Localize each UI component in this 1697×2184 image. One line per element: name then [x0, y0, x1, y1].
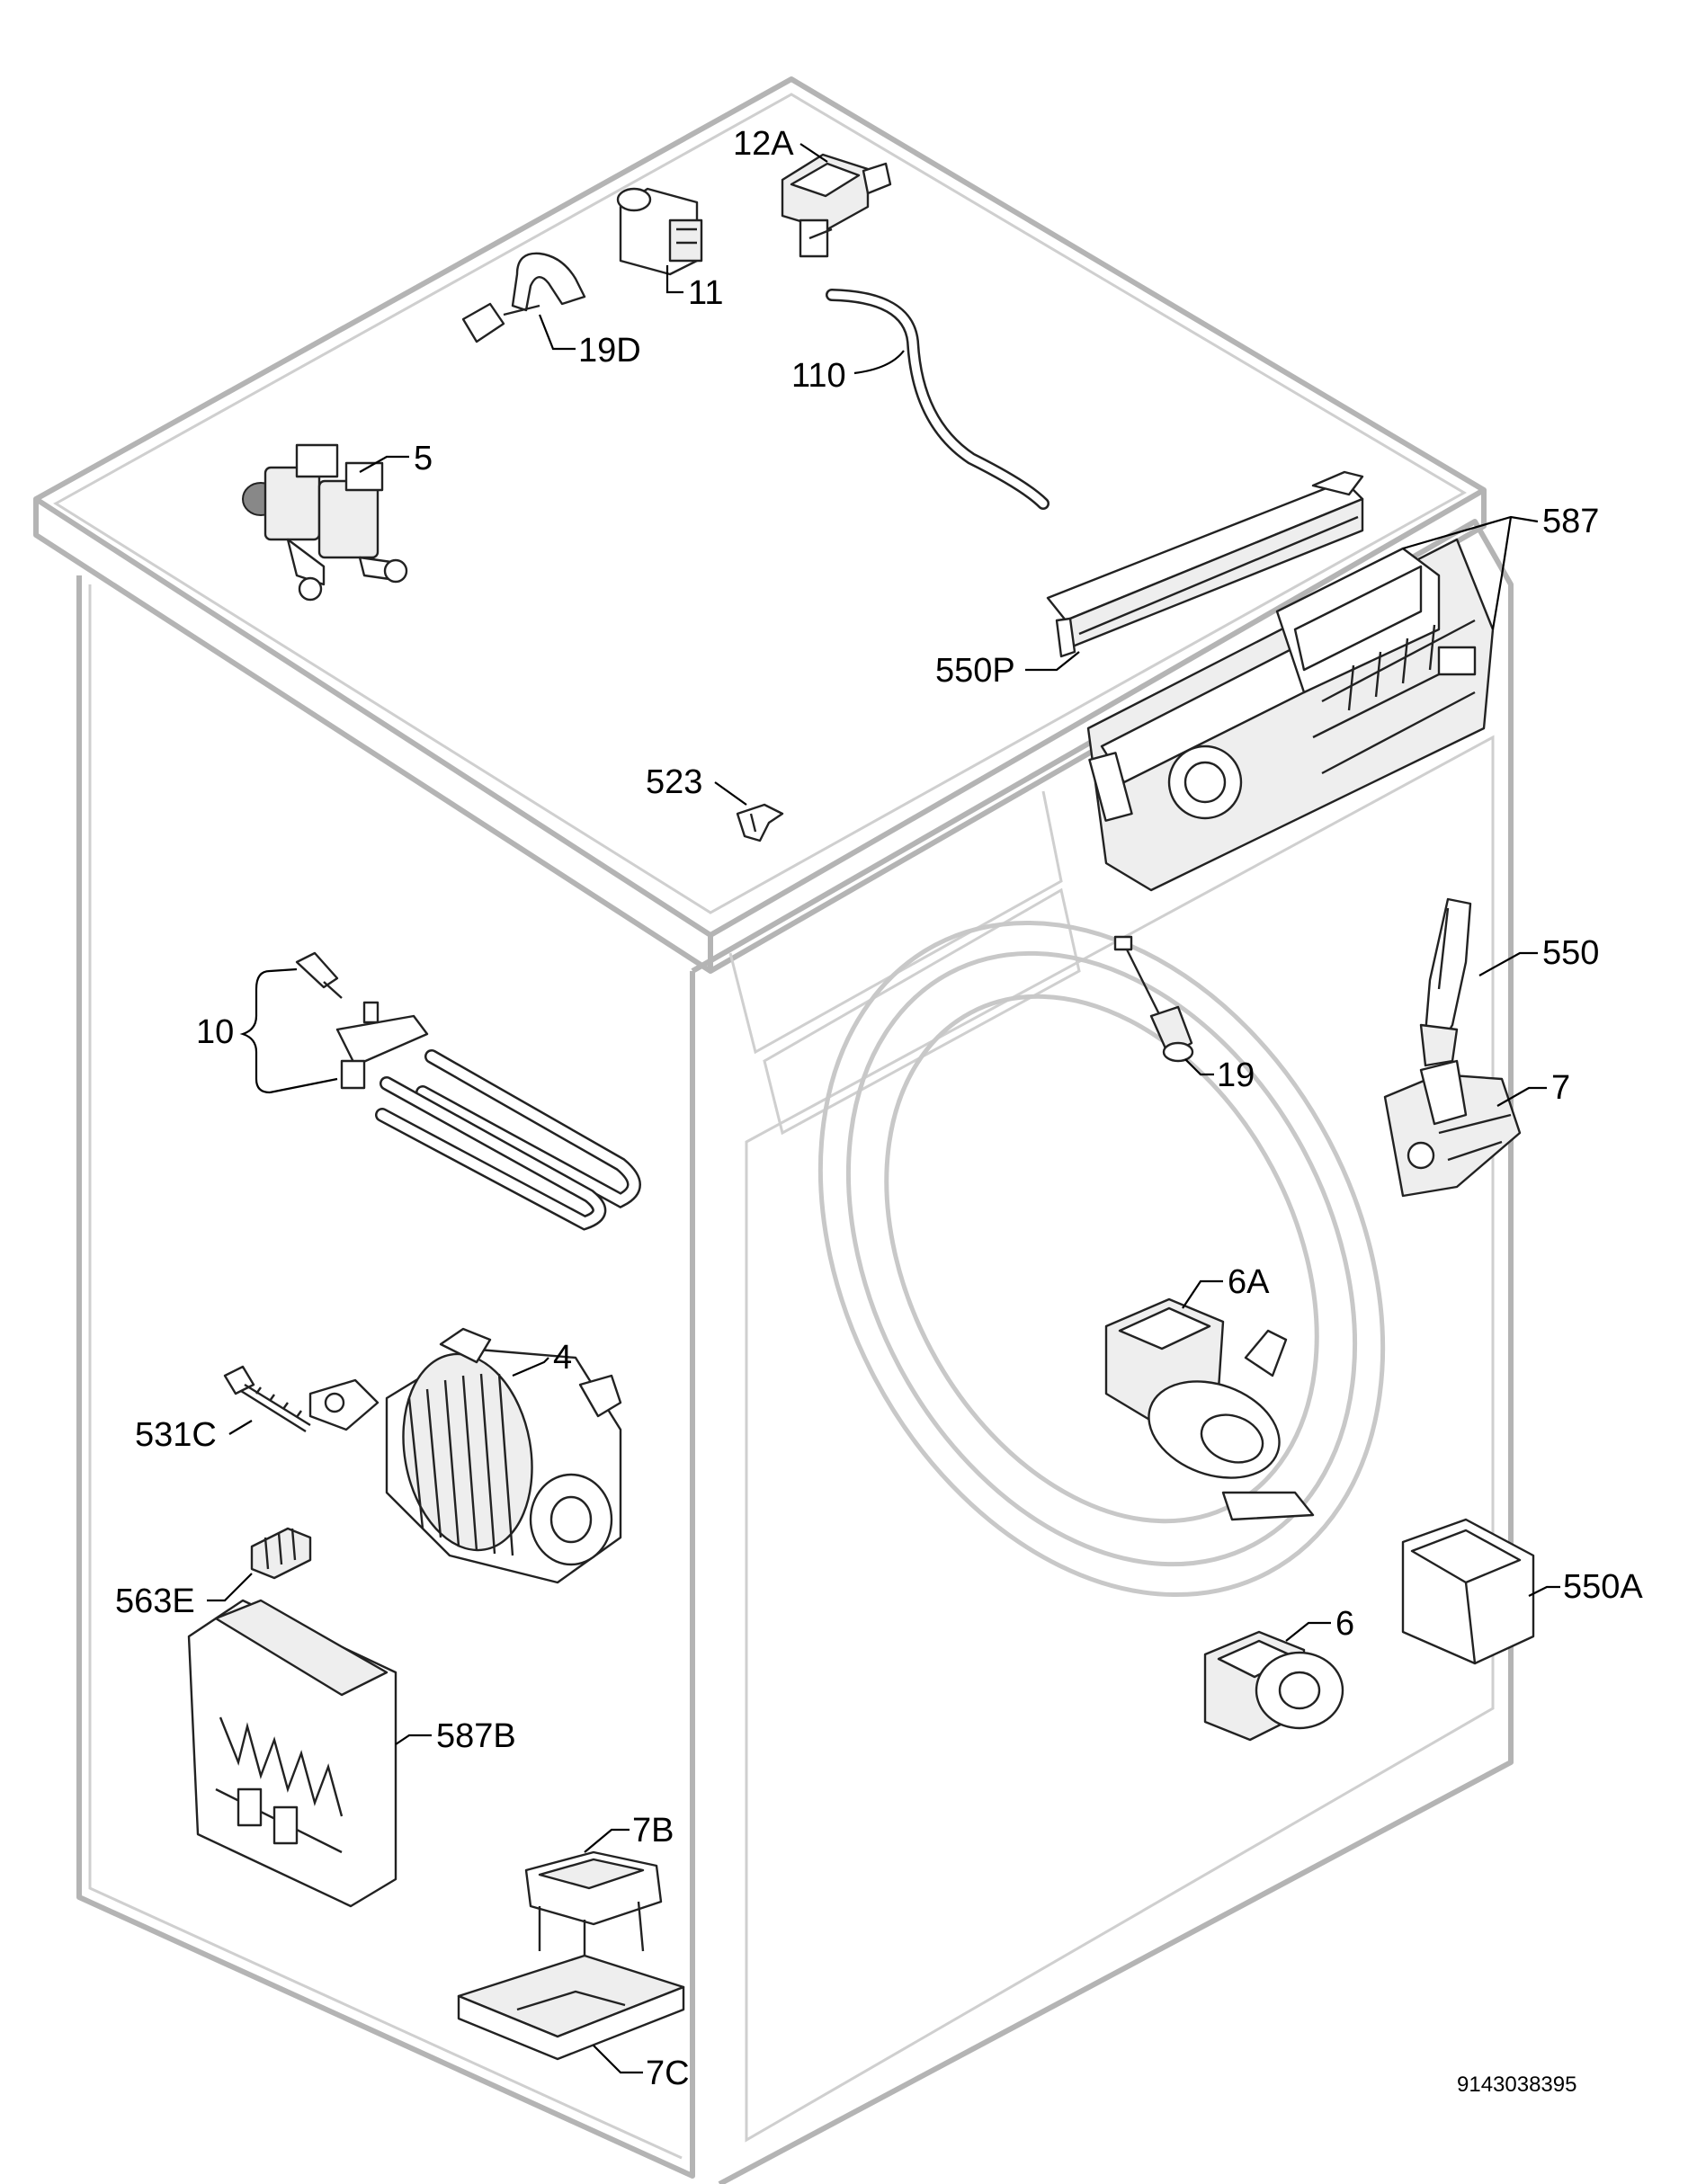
brace-10 — [239, 969, 271, 1094]
label-7B: 7B — [632, 1812, 674, 1850]
leader-7 — [1496, 1086, 1547, 1107]
label-587: 587 — [1542, 503, 1599, 540]
leader-6 — [1285, 1621, 1331, 1642]
drain-pump-6 — [1203, 1630, 1344, 1742]
leader-110 — [853, 350, 905, 375]
heating-element-10 — [295, 951, 641, 1231]
capacitor-11 — [616, 187, 703, 276]
label-19D: 19D — [578, 332, 641, 370]
label-563E: 563E — [115, 1582, 195, 1620]
label-550P: 550P — [935, 652, 1015, 690]
label-110: 110 — [791, 357, 846, 395]
clip-523 — [736, 803, 784, 842]
leader-550A — [1528, 1585, 1560, 1597]
leader-587b — [1491, 516, 1513, 630]
leader-563E — [207, 1573, 253, 1602]
label-6: 6 — [1335, 1605, 1354, 1643]
leader-550P — [1025, 651, 1080, 672]
label-7C: 7C — [646, 2055, 690, 2092]
leader-10b — [269, 1077, 338, 1094]
label-11: 11 — [688, 274, 723, 312]
screw-531C — [223, 1365, 311, 1433]
door-handle-550 — [1419, 897, 1472, 1067]
door-ring-outline — [817, 920, 1386, 1598]
label-6A: 6A — [1228, 1263, 1270, 1301]
leader-531C — [228, 1420, 253, 1435]
cover-550A — [1401, 1518, 1535, 1665]
drain-pump-6A — [1104, 1297, 1315, 1521]
label-5: 5 — [414, 440, 433, 477]
plate-7C — [457, 1954, 685, 2061]
leader-5 — [359, 455, 409, 473]
sensor-19 — [1113, 935, 1194, 1063]
leader-11 — [665, 265, 683, 294]
label-523: 523 — [646, 763, 702, 801]
hose-110 — [826, 289, 1049, 510]
motor-4 — [308, 1327, 622, 1584]
door-lock-7 — [1383, 1059, 1522, 1198]
label-550A: 550A — [1563, 1568, 1643, 1606]
leader-550 — [1478, 951, 1538, 976]
leader-4 — [512, 1357, 549, 1377]
leader-7B — [584, 1828, 630, 1853]
cabinet-outline — [33, 76, 1514, 2184]
electronic-board-587B — [187, 1599, 397, 1908]
panel-trim-550P — [1046, 470, 1364, 658]
label-531C: 531C — [135, 1416, 217, 1454]
label-587B: 587B — [436, 1717, 516, 1755]
connector-563E — [250, 1527, 312, 1580]
leader-19 — [1184, 1058, 1214, 1076]
drawing-code: 9143038395 — [1457, 2073, 1576, 2097]
pressure-switch-12A — [781, 153, 892, 258]
leader-7C — [593, 2045, 643, 2074]
electronic-module-587 — [1086, 538, 1495, 892]
label-12A: 12A — [733, 125, 794, 163]
leader-12A — [799, 143, 828, 163]
label-550: 550 — [1542, 934, 1599, 972]
label-10: 10 — [196, 1013, 234, 1051]
leader-523 — [714, 781, 747, 806]
leader-587B — [395, 1734, 432, 1745]
leader-10a — [269, 967, 298, 973]
inlet-valve-5 — [242, 443, 408, 602]
label-19: 19 — [1217, 1056, 1255, 1094]
leader-6A — [1182, 1279, 1223, 1309]
cable-clamp-19D — [461, 252, 586, 343]
label-4: 4 — [553, 1339, 572, 1377]
label-7: 7 — [1551, 1069, 1570, 1107]
leader-19D — [538, 314, 576, 351]
